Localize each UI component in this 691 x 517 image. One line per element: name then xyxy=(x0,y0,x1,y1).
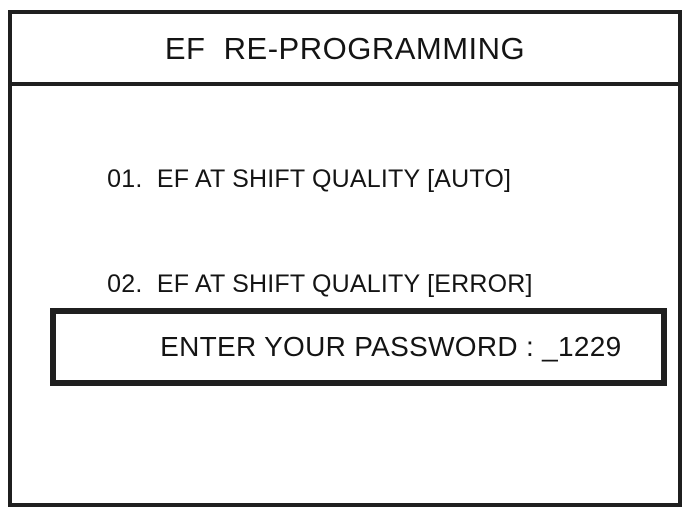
screen-header: EF RE-PROGRAMMING xyxy=(12,14,678,86)
screen-body: 01. EF AT SHIFT QUALITY [AUTO] 02. EF AT… xyxy=(12,86,678,503)
menu-item-label-error: EF AT SHIFT QUALITY [ERROR] xyxy=(156,270,533,298)
list-item[interactable]: 02. EF AT SHIFT QUALITY [ERROR] xyxy=(50,247,658,322)
list-item[interactable]: 01. EF AT SHIFT QUALITY [AUTO] xyxy=(50,142,658,217)
menu-item-index: 02. xyxy=(107,270,143,298)
menu-item-label-auto: EF AT SHIFT QUALITY [AUTO] xyxy=(156,165,512,193)
password-line: ENTER YOUR PASSWORD : _1229 xyxy=(95,305,621,389)
menu-item-index: 01. xyxy=(107,165,143,193)
page-title: EF RE-PROGRAMMING xyxy=(164,30,526,66)
menu-list: 01. EF AT SHIFT QUALITY [AUTO] 02. EF AT… xyxy=(50,142,658,352)
password-field-value[interactable]: _1229 xyxy=(542,331,622,362)
reprogramming-screen: EF RE-PROGRAMMING 01. EF AT SHIFT QUALIT… xyxy=(8,10,682,507)
password-input-box[interactable]: ENTER YOUR PASSWORD : _1229 xyxy=(50,308,667,386)
password-prompt-label: ENTER YOUR PASSWORD : xyxy=(160,331,543,362)
